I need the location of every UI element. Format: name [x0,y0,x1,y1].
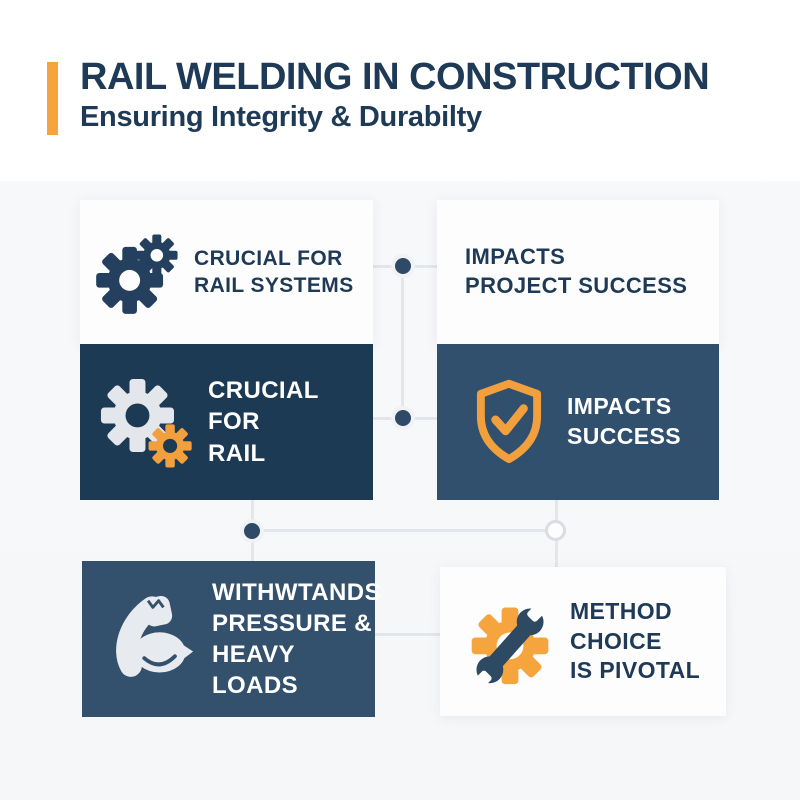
double-gears-icon [92,226,184,318]
card-label-line: RAIL SYSTEMS [194,274,354,297]
card-label-line: SUCCESS [567,423,681,449]
card-label: WITHWTANDS PRESSURE & HEAVY LOADS [212,577,381,702]
page-subtitle: Ensuring Integrity & Durabilty [80,101,482,133]
card-label-line: CRUCIAL FOR [194,246,343,270]
card-label: IMPACTS PROJECT SUCCESS [465,243,687,300]
card-label-line: HEAVY LOADS [212,641,298,700]
card-method-choice: METHOD CHOICE IS PIVOTAL [440,567,726,716]
card-label-line: IMPACTS [567,393,672,420]
card-label: METHOD CHOICE IS PIVOTAL [570,597,726,687]
card-crucial-for-rail-systems: CRUCIAL FOR RAIL SYSTEMS [80,200,373,344]
card-label-line: PROJECT SUCCESS [465,273,688,298]
card-label: IMPACTS SUCCESS [567,392,681,452]
page-title: RAIL WELDING IN CONSTRUCTION [80,56,710,98]
card-impacts-success: IMPACTS SUCCESS [437,344,719,500]
card-label-line: METHOD CHOICE [570,597,673,654]
card-label-line: CRUCIAL FOR [208,377,319,436]
flexed-arm-icon [104,593,196,685]
connector-open-circle [545,520,566,541]
connector-line [401,266,404,418]
wrench-gear-icon [464,596,556,688]
connector-line [252,529,556,532]
shield-check-icon [473,378,545,466]
connector-dot [391,254,415,278]
connector-dot [240,519,264,543]
card-withstands-loads: WITHWTANDS PRESSURE & HEAVY LOADS [82,561,380,717]
card-label-line: RAIL [208,439,266,467]
card-impacts-project-success: IMPACTS PROJECT SUCCESS [437,200,719,344]
connector-dot [391,406,415,430]
double-gears-icon [94,372,194,472]
connector-line [373,633,441,636]
card-label: CRUCIAL FOR RAIL [208,375,373,469]
card-label-line: WITHWTANDS [212,578,381,606]
card-label-line: IMPACTS [465,244,566,270]
card-label-line: PRESSURE & [212,609,373,637]
card-label: CRUCIAL FOR RAIL SYSTEMS [194,245,354,300]
card-crucial-for-rail: CRUCIAL FOR RAIL [80,344,373,500]
card-label-line: IS PIVOTAL [570,657,701,684]
accent-bar [47,62,58,135]
